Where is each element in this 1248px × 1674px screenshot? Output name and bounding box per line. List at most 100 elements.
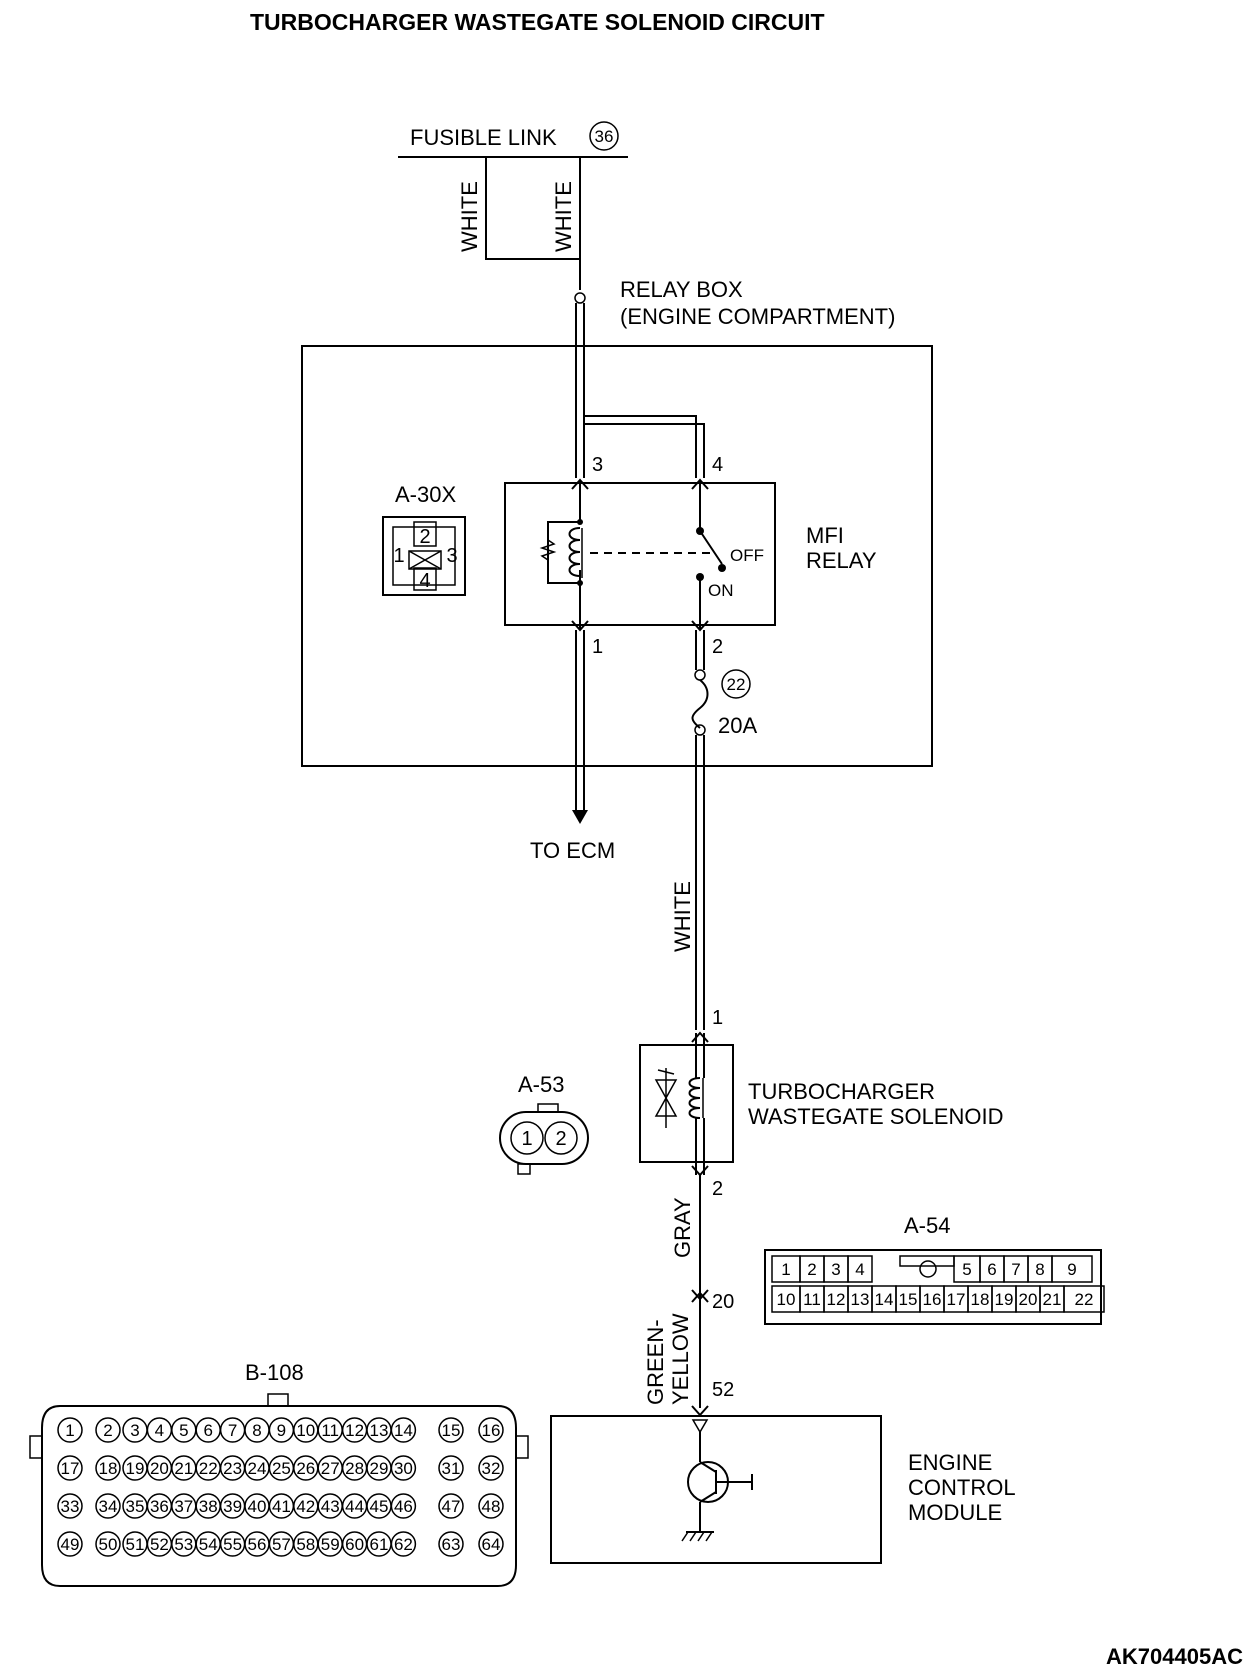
relay-off-label: OFF	[730, 546, 764, 565]
a54-pin-label: 22	[1075, 1290, 1094, 1309]
b108-pin-48	[478, 1493, 504, 1519]
a54-pin-label: 18	[971, 1290, 990, 1309]
a30x-label: A-30X	[395, 482, 456, 507]
a54-pin-label: 14	[875, 1290, 894, 1309]
a53-connector: 1 2	[499, 1103, 589, 1175]
a54-pin-label: 7	[1011, 1260, 1020, 1279]
a30x-connector: 2 1 3 4	[382, 516, 466, 596]
ecm-label-2: CONTROL	[908, 1475, 1016, 1500]
a54-pin-label: 16	[923, 1290, 942, 1309]
b108-pin-label: 9	[277, 1421, 286, 1440]
b108-pin-label: 22	[199, 1459, 218, 1478]
a54-pin-label: 17	[947, 1290, 966, 1309]
b108-pin-2	[95, 1417, 121, 1443]
b108-pin-label: 49	[61, 1535, 80, 1554]
b108-pin-label: 42	[296, 1497, 315, 1516]
fuse-number-badge: 22	[721, 669, 751, 699]
b108-pin-label: 24	[248, 1459, 267, 1478]
relay-box-outline	[301, 345, 933, 767]
b108-pin-label: 62	[394, 1535, 413, 1554]
fuse-rating: 20A	[718, 713, 757, 738]
b108-pin-label: 18	[99, 1459, 118, 1478]
svg-text:4: 4	[419, 570, 430, 592]
solenoid-valve-icon	[654, 1068, 678, 1128]
b108-pin-label: 27	[321, 1459, 340, 1478]
b108-pin-label: 29	[370, 1459, 389, 1478]
fusible-link-number-badge: 36	[589, 121, 619, 151]
b108-pin-label: 58	[296, 1535, 315, 1554]
svg-text:3: 3	[446, 545, 457, 567]
b108-pin-label: 44	[345, 1497, 364, 1516]
relay-pin-1: 1	[592, 636, 603, 658]
b108-pin-label: 53	[174, 1535, 193, 1554]
b108-pin-49	[57, 1531, 83, 1557]
ecm-pin-b108: 52	[712, 1379, 734, 1401]
a54-pin-label: 4	[855, 1260, 864, 1279]
b108-pin-label: 11	[321, 1421, 339, 1440]
a54-pin-label: 1	[781, 1260, 790, 1279]
b108-pin-label: 20	[150, 1459, 169, 1478]
relay-pin-2: 2	[712, 636, 723, 658]
b108-pin-label: 57	[272, 1535, 291, 1554]
b108-pin-label: 48	[482, 1497, 501, 1516]
diagram-title: TURBOCHARGER WASTEGATE SOLENOID CIRCUIT	[250, 9, 825, 35]
b108-pin-1	[57, 1417, 83, 1443]
b108-pin-label: 56	[248, 1535, 267, 1554]
b108-pin-34	[95, 1493, 121, 1519]
a53-label: A-53	[518, 1072, 564, 1097]
b108-pin-32	[478, 1455, 504, 1481]
b108-pin-label: 5	[179, 1421, 188, 1440]
a54-pin-label: 15	[899, 1290, 918, 1309]
solenoid-label: TURBOCHARGER	[748, 1079, 935, 1104]
solenoid-pin-1: 1	[712, 1007, 723, 1029]
b108-pin-label: 43	[321, 1497, 340, 1516]
relay-switch-contact	[699, 530, 723, 565]
b108-pin-label: 61	[370, 1535, 389, 1554]
a54-pin-label: 11	[803, 1290, 821, 1309]
b108-pin-label: 1	[65, 1421, 74, 1440]
ground-icon	[681, 1531, 714, 1542]
b108-pin-label: 50	[99, 1535, 118, 1554]
b108-pin-label: 16	[482, 1421, 501, 1440]
relay-pin-4: 4	[712, 454, 723, 476]
a54-pin-label: 19	[995, 1290, 1014, 1309]
b108-pin-label: 14	[394, 1421, 413, 1440]
b108-pin-label: 34	[99, 1497, 118, 1516]
b108-pin-16	[478, 1417, 504, 1443]
transistor-icon	[687, 1461, 753, 1532]
a54-pin-label: 2	[807, 1260, 816, 1279]
b108-pin-label: 19	[126, 1459, 145, 1478]
b108-pin-label: 21	[174, 1459, 193, 1478]
b108-pin-label: 64	[482, 1535, 501, 1554]
relay-box-label: RELAY BOX	[620, 277, 743, 302]
solenoid-coil-icon	[688, 1077, 701, 1119]
b108-pin-label: 32	[482, 1459, 501, 1478]
ecm-label: ENGINE	[908, 1450, 992, 1475]
b108-pin-label: 39	[223, 1497, 242, 1516]
b108-pin-label: 23	[223, 1459, 242, 1478]
svg-text:1: 1	[393, 545, 404, 567]
b108-pin-62	[390, 1531, 417, 1557]
b108-pin-label: 2	[103, 1421, 112, 1440]
b108-pin-label: 54	[199, 1535, 218, 1554]
b108-pin-15	[438, 1417, 464, 1443]
b108-pin-47	[438, 1493, 464, 1519]
b108-pin-label: 3	[130, 1421, 139, 1440]
relay-pin-3: 3	[592, 454, 603, 476]
a54-pin-label: 10	[777, 1290, 796, 1309]
b108-pin-label: 30	[394, 1459, 413, 1478]
b108-pin-label: 25	[272, 1459, 291, 1478]
a54-pin-label: 12	[827, 1290, 846, 1309]
relay-box-sublabel: (ENGINE COMPARTMENT)	[620, 304, 895, 329]
b108-pin-label: 17	[61, 1459, 80, 1478]
b108-pin-50	[95, 1531, 121, 1557]
b108-pin-label: 60	[345, 1535, 364, 1554]
a54-pin-4	[847, 1255, 873, 1283]
b108-pin-label: 52	[150, 1535, 169, 1554]
a54-label: A-54	[904, 1213, 950, 1238]
wire-label-white-solenoid: WHITE	[670, 881, 695, 952]
b108-pin-label: 4	[155, 1421, 164, 1440]
